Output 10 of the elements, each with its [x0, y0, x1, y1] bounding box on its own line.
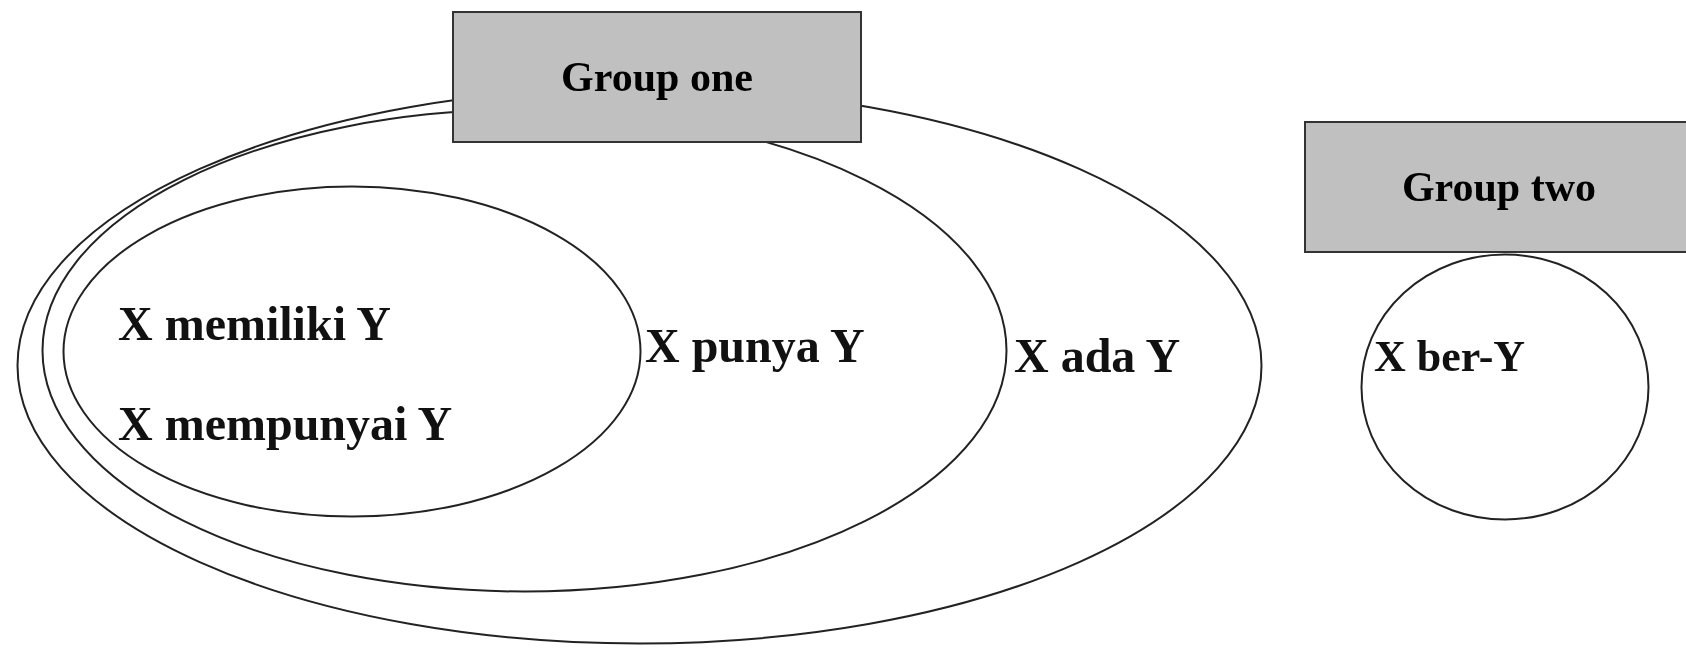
set-label: X memiliki Y: [118, 300, 391, 348]
set-ellipse: [41, 108, 1008, 593]
heading-box: Group one: [452, 11, 862, 143]
set-label: X ber-Y: [1374, 335, 1526, 379]
set-circle: [1360, 253, 1650, 521]
set-label: X mempunyai Y: [118, 400, 453, 448]
set-ellipse: [62, 185, 642, 518]
heading-box: Group two: [1304, 121, 1686, 253]
set-label: X punya Y: [645, 322, 865, 370]
set-label: X ada Y: [1014, 332, 1181, 380]
